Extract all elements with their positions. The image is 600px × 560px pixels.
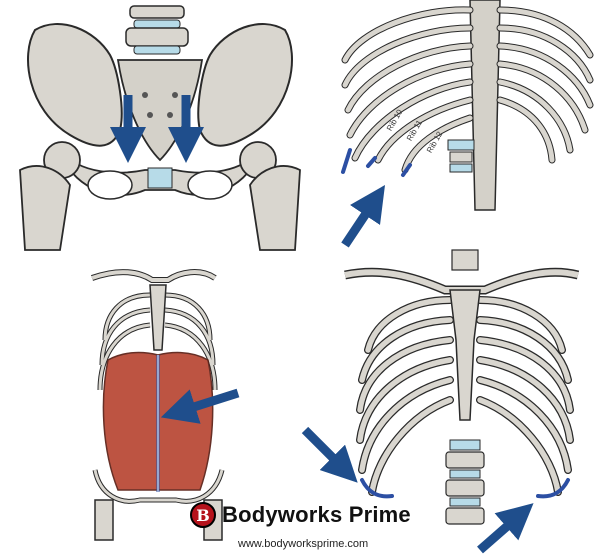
rectus-abdominis-arrow	[160, 388, 240, 424]
anterior-ribcage-illustration	[344, 249, 580, 525]
posterior-ribcage-illustration	[341, 0, 594, 211]
pelvis-illustration	[19, 5, 301, 251]
brand-logo-icon: B	[190, 502, 216, 528]
torso-rectus-abdominis-illustration	[90, 269, 225, 541]
ribcage-arrow-lower-left	[301, 426, 358, 483]
brand-name: Bodyworks Prime	[222, 502, 411, 527]
ribcage-arrow-lower-right	[477, 503, 534, 554]
ribcage-up-arrow-upper	[341, 185, 385, 248]
brand-lockup: B Bodyworks Prime	[190, 500, 430, 530]
brand-url: www.bodyworksprime.com	[238, 538, 369, 550]
